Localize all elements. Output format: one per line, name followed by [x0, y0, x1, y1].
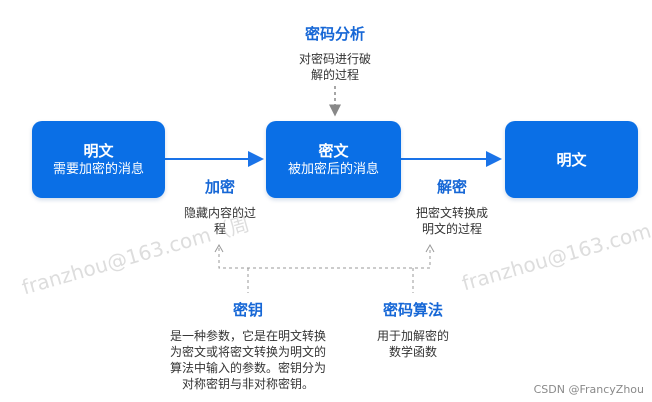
dashed-arrowhead-right	[425, 243, 435, 253]
ciphertext-subtitle: 被加密后的消息	[287, 161, 379, 177]
algorithm-title: 密码算法	[382, 301, 443, 319]
decrypt-desc: 把密文转换成 明文的过程	[402, 205, 502, 237]
algorithm-desc-line-2: 数学函数	[388, 345, 437, 359]
encrypt-desc: 隐藏内容的过 程	[170, 205, 270, 237]
key-desc-line-2: 为密文或将密文转换为明文的	[169, 345, 326, 359]
decrypt-desc-line-2: 明文的过程	[421, 222, 482, 236]
encrypt-desc-line-1: 隐藏内容的过	[183, 206, 256, 220]
algorithm-desc-line-1: 用于加解密的	[376, 329, 449, 343]
key-title: 密钥	[232, 301, 263, 319]
cryptanalysis-desc: 对密码进行破 解的过程	[275, 51, 395, 83]
dashed-connector-tree	[218, 248, 431, 269]
plaintext-node-right: 明文	[505, 121, 638, 198]
key-desc-line-4: 对称密钥与非对称密钥。	[181, 377, 314, 391]
key-desc-line-1: 是一种参数，它是在明文转换	[169, 329, 326, 343]
decrypt-desc-line-1: 把密文转换成	[415, 206, 488, 220]
algorithm-desc: 用于加解密的 数学函数	[363, 328, 463, 360]
key-desc: 是一种参数，它是在明文转换 为密文或将密文转换为明文的 算法中输入的参数。密钥分…	[158, 328, 338, 392]
encrypt-title: 加密	[204, 178, 235, 196]
dashed-arrowhead-left	[214, 243, 224, 253]
key-desc-line-3: 算法中输入的参数。密钥分为	[169, 361, 326, 375]
decrypt-title: 解密	[436, 178, 467, 196]
cryptanalysis-title: 密码分析	[304, 25, 365, 43]
cryptanalysis-desc-line-1: 对密码进行破	[298, 52, 371, 66]
plaintext-title: 明文	[83, 141, 114, 160]
ciphertext-node: 密文 被加密后的消息	[266, 121, 401, 198]
plaintext-subtitle: 需要加密的消息	[52, 161, 144, 177]
plaintext-node-left: 明文 需要加密的消息	[32, 121, 165, 198]
plaintext-right-title: 明文	[556, 150, 587, 169]
cryptanalysis-desc-line-2: 解的过程	[310, 68, 359, 82]
encrypt-desc-line-2: 程	[213, 222, 226, 236]
csdn-footer: CSDN @FrancyZhou	[533, 383, 644, 396]
ciphertext-title: 密文	[318, 141, 349, 160]
